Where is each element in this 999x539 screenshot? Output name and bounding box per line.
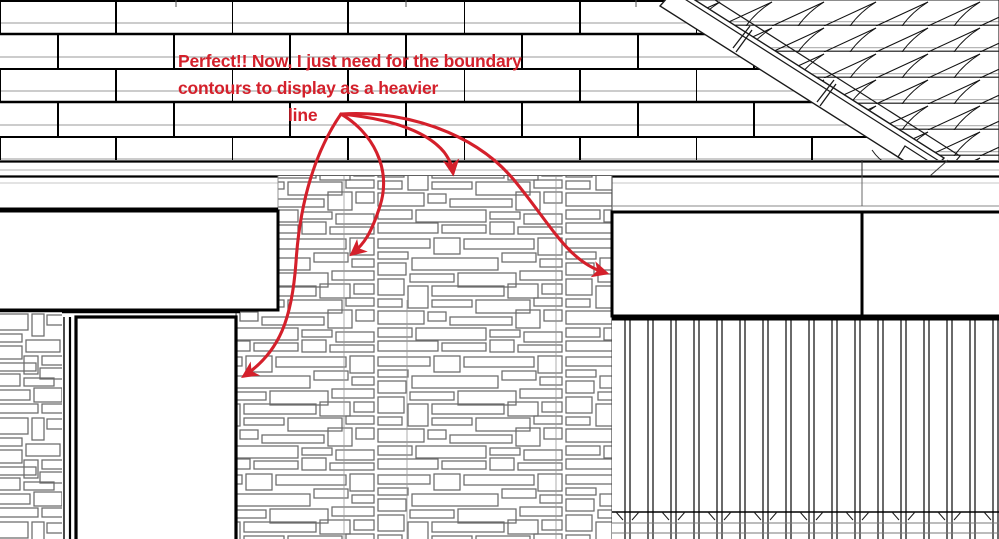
window-opening-left <box>62 310 240 539</box>
heavy-boundary-edges <box>0 207 999 313</box>
header-band-left <box>0 209 280 312</box>
header-band-right <box>610 176 999 318</box>
board-and-batten-siding <box>612 317 999 539</box>
stone-veneer-left <box>0 312 62 539</box>
stone-veneer-center <box>235 176 613 539</box>
